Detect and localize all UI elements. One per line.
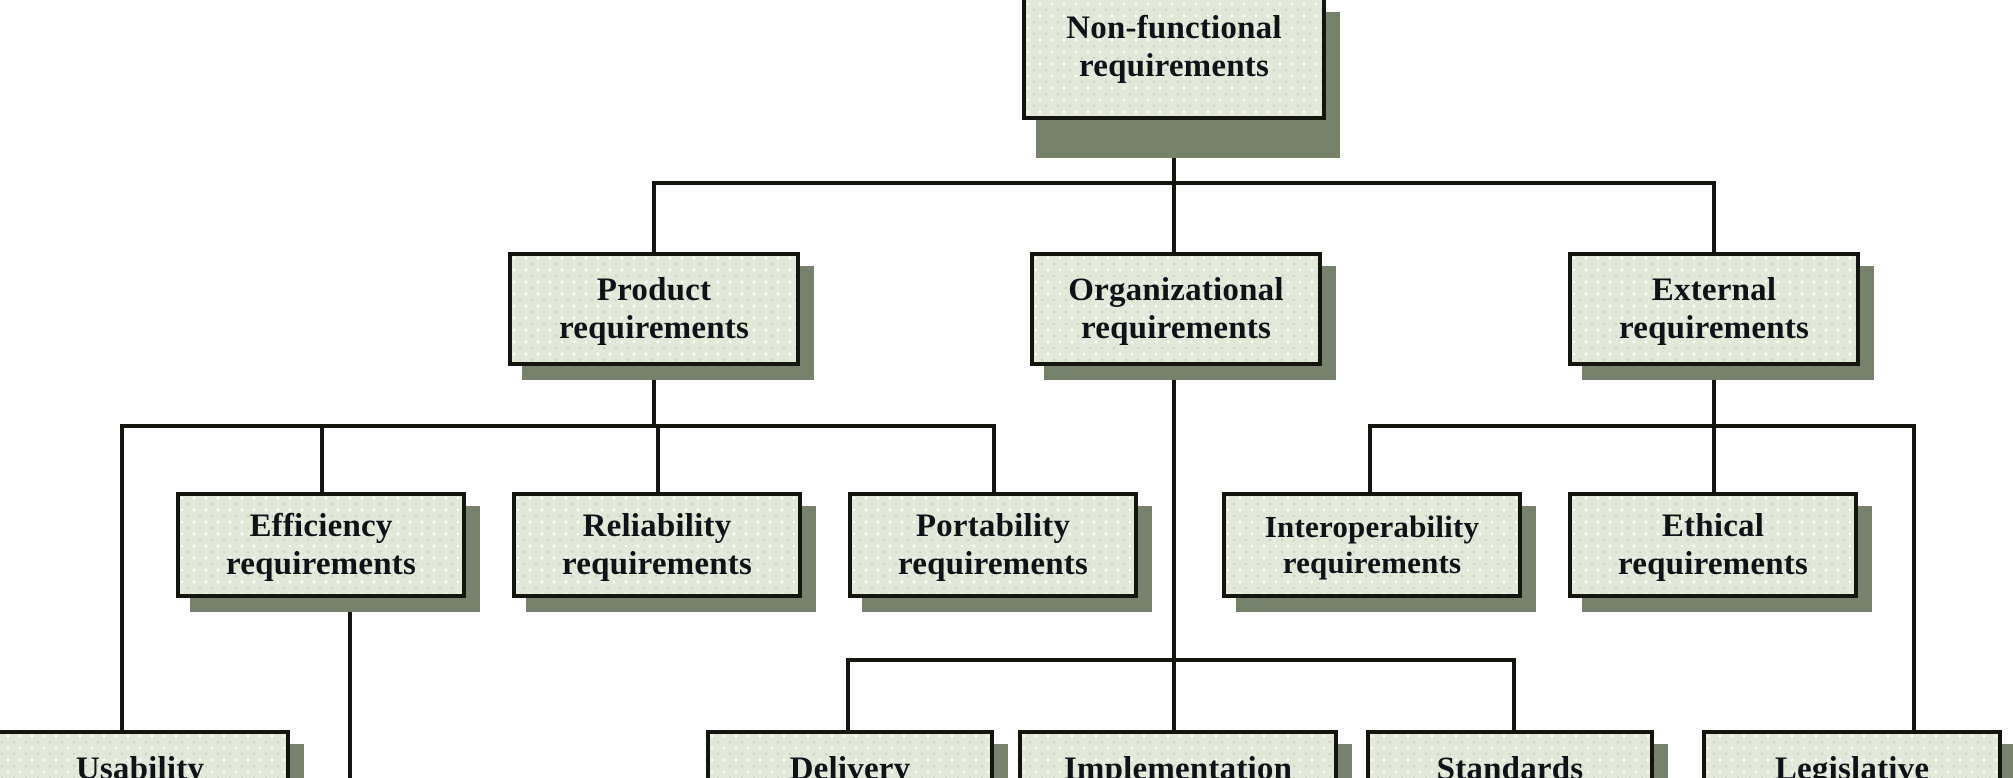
- node-efficiency-requirements[interactable]: Efficiency requirements: [176, 492, 466, 598]
- node-label-line: requirements: [226, 546, 416, 582]
- node-ethical-requirements[interactable]: Ethical requirements: [1568, 492, 1858, 598]
- connector-to-ethical: [1712, 424, 1716, 494]
- connector-to-interoperability: [1368, 424, 1372, 494]
- node-external-requirements[interactable]: External requirements: [1568, 252, 1860, 366]
- node-label-line: requirements: [559, 310, 749, 346]
- connector-to-organizational: [1172, 181, 1176, 254]
- node-portability-requirements[interactable]: Portability requirements: [848, 492, 1138, 598]
- node-implementation[interactable]: Implementation: [1018, 730, 1338, 778]
- connector-to-usability-drop: [120, 424, 124, 734]
- connector-to-delivery: [846, 658, 850, 732]
- connector-to-portability: [992, 424, 996, 494]
- node-label-line: Product: [596, 271, 712, 308]
- node-label-line: requirements: [1619, 310, 1809, 346]
- node-non-functional-requirements[interactable]: Non-functional requirements: [1022, 0, 1326, 120]
- node-label-line: requirements: [1618, 546, 1808, 582]
- connector-to-standards: [1512, 658, 1516, 732]
- connector-bus-external: [1368, 424, 1916, 428]
- connector-bus-level1: [652, 181, 1714, 185]
- node-legislative[interactable]: Legislative: [1702, 730, 2002, 778]
- node-label-line: requirements: [1282, 545, 1462, 580]
- node-label-line: requirements: [562, 546, 752, 582]
- connector-external-stem: [1712, 366, 1716, 426]
- connector-organizational-stem: [1172, 366, 1176, 660]
- node-delivery[interactable]: Delivery: [706, 730, 994, 778]
- node-interoperability-requirements[interactable]: Interoperability requirements: [1222, 492, 1522, 598]
- node-label-line: requirements: [1081, 310, 1271, 346]
- node-label-line: Implementation: [1063, 751, 1293, 778]
- node-label-line: Standards: [1436, 751, 1584, 778]
- node-label-line: Usability: [75, 751, 205, 778]
- node-label-line: Portability: [915, 507, 1071, 544]
- node-label-line: External: [1651, 271, 1777, 308]
- node-label-line: Efficiency: [249, 507, 393, 544]
- connector-to-efficiency: [320, 424, 324, 494]
- connector-to-legislative-drop: [1912, 424, 1916, 734]
- connector-bus-organizational: [846, 658, 1516, 662]
- connector-product-stem: [652, 366, 656, 426]
- node-label-line: Legislative: [1774, 751, 1930, 778]
- connector-bus-product: [120, 424, 996, 428]
- node-label-line: Interoperability: [1264, 509, 1480, 545]
- node-organizational-requirements[interactable]: Organizational requirements: [1030, 252, 1322, 366]
- node-label-line: Non-functional: [1066, 9, 1282, 46]
- connector-to-external: [1712, 181, 1716, 254]
- connector-to-reliability: [656, 424, 660, 494]
- node-standards[interactable]: Standards: [1366, 730, 1654, 778]
- node-product-requirements[interactable]: Product requirements: [508, 252, 800, 366]
- node-label-line: Ethical: [1661, 507, 1765, 544]
- node-label-line: Delivery: [789, 751, 911, 778]
- node-label-line: Organizational: [1068, 271, 1284, 308]
- node-label-line: Reliability: [582, 507, 732, 544]
- node-reliability-requirements[interactable]: Reliability requirements: [512, 492, 802, 598]
- node-usability[interactable]: Usability: [0, 730, 290, 778]
- node-label-line: requirements: [898, 546, 1088, 582]
- connector-to-product: [652, 181, 656, 254]
- connector-to-implementation: [1172, 658, 1176, 732]
- node-label-line: requirements: [1079, 48, 1269, 84]
- connector-efficiency-stem: [348, 598, 352, 778]
